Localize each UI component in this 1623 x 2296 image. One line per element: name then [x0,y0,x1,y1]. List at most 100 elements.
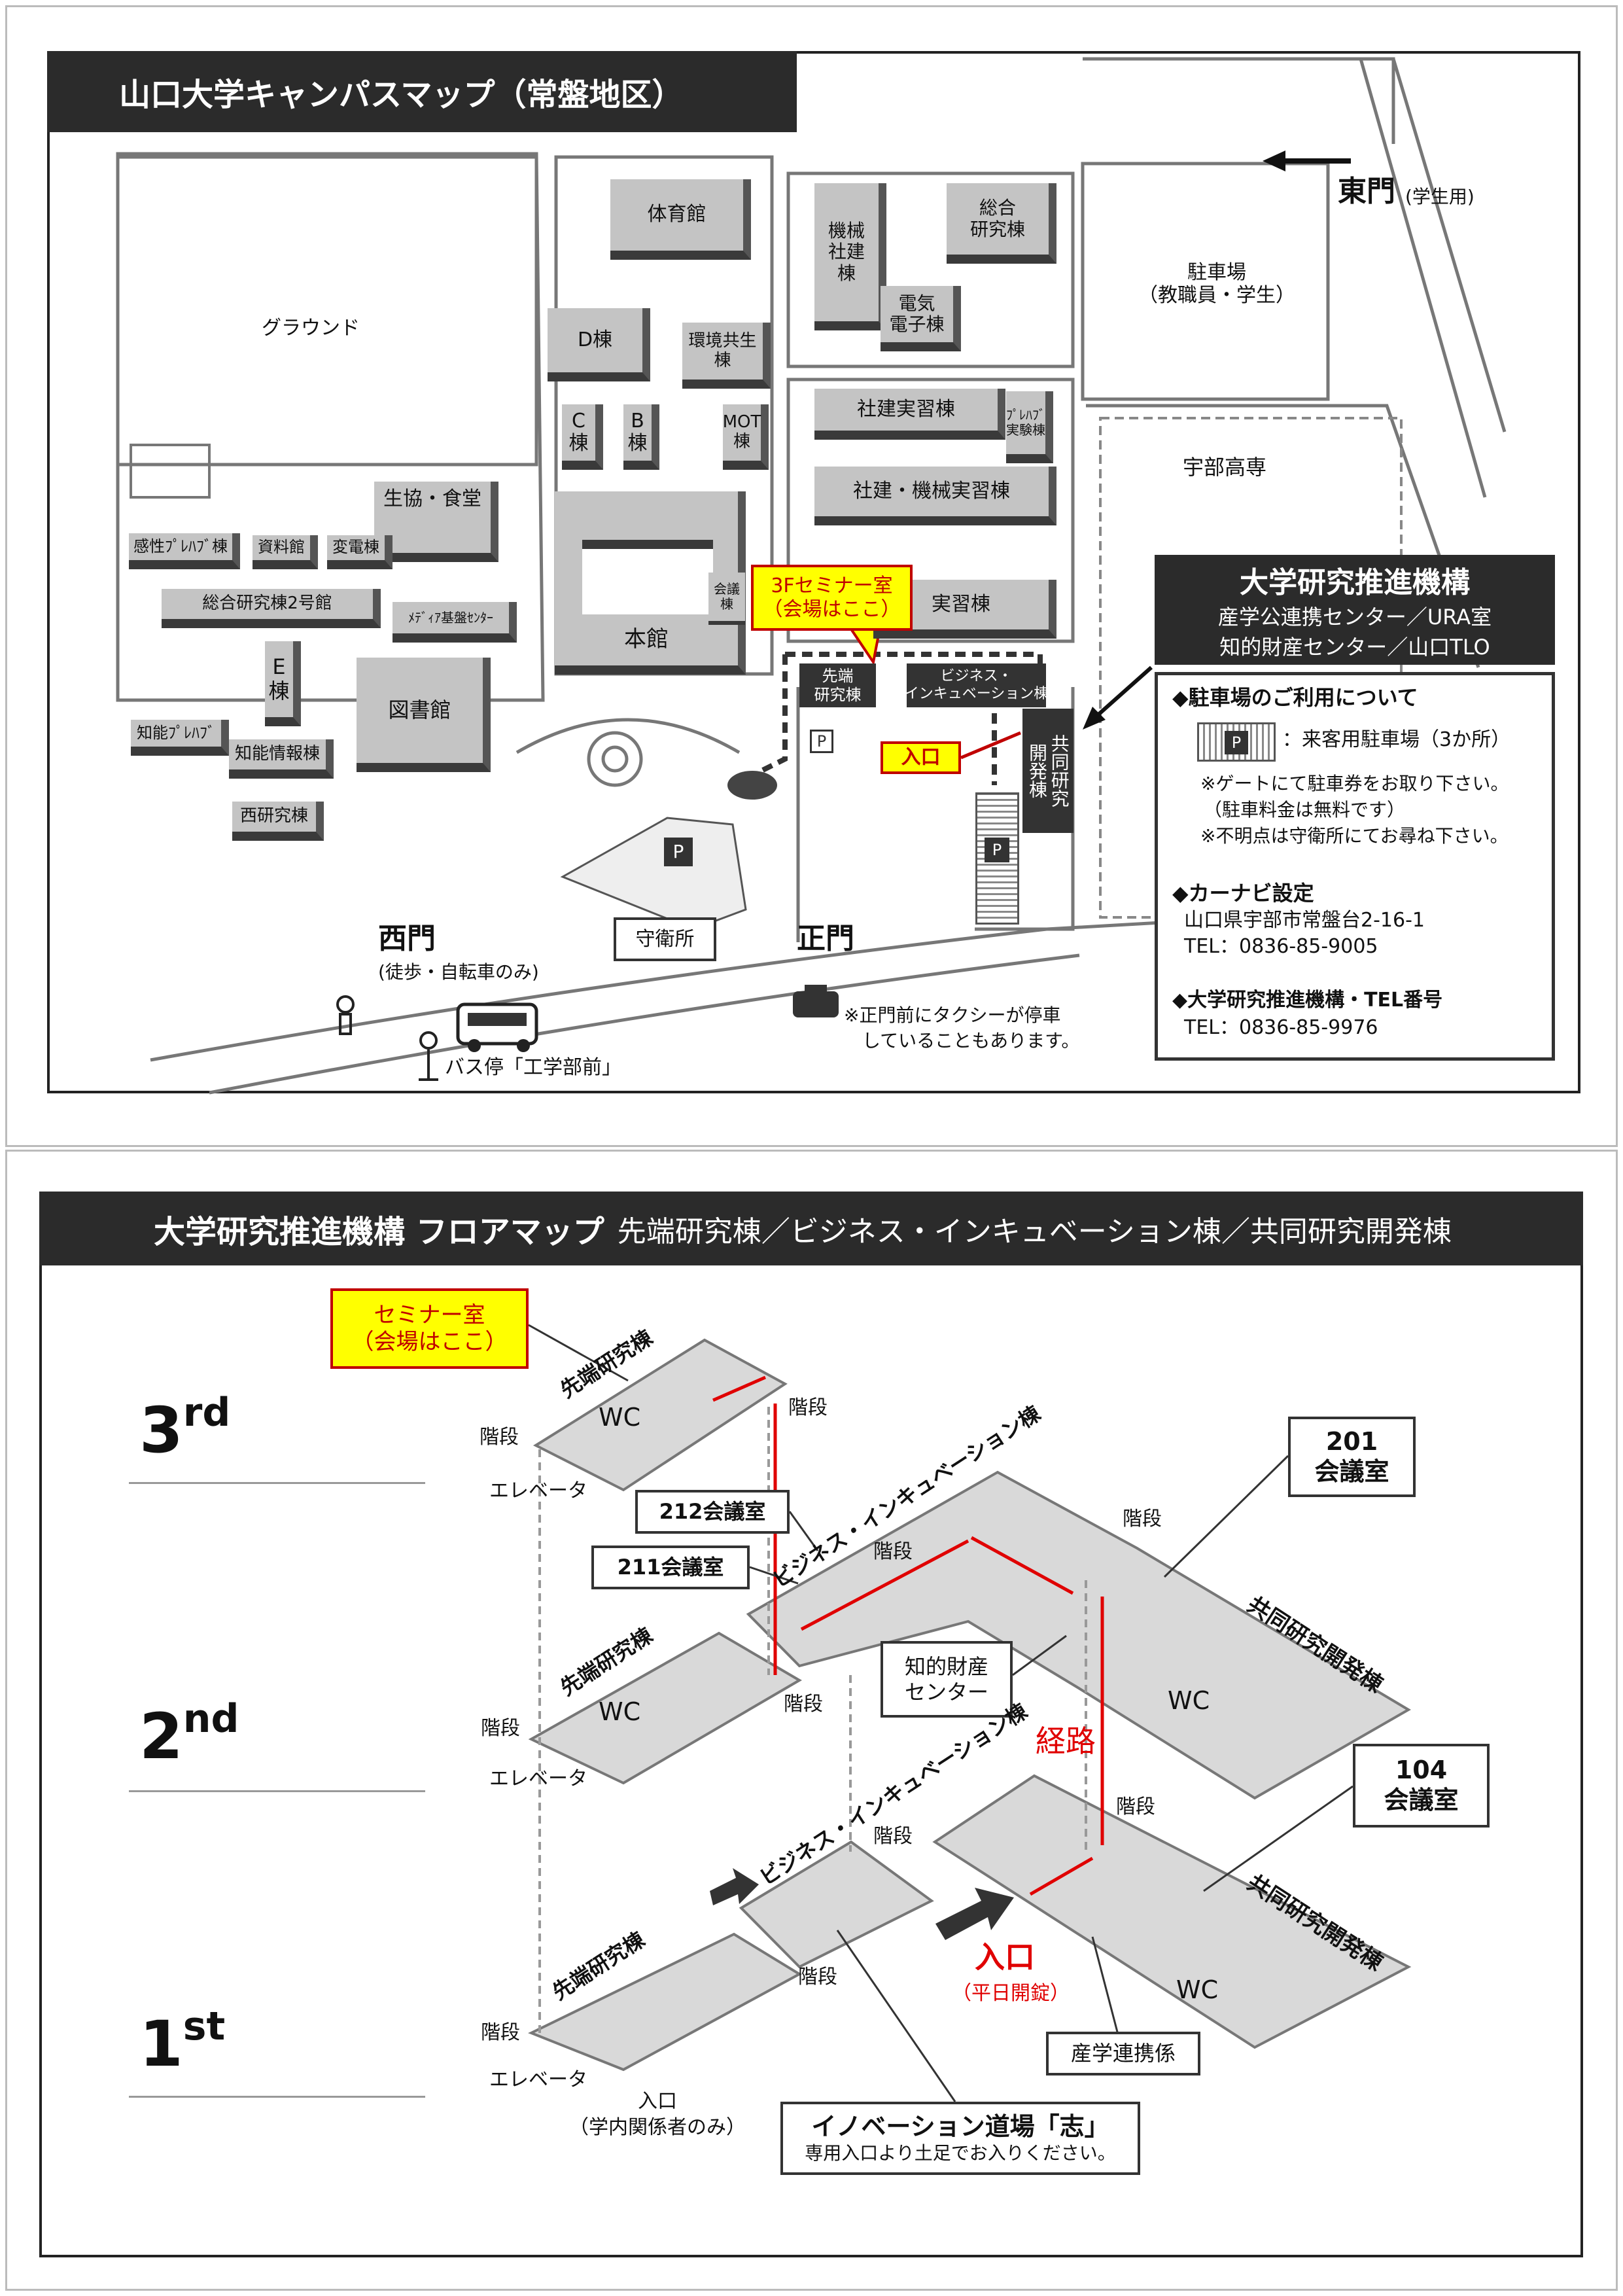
building-prefab-lab[interactable]: ﾌﾟﾚﾊﾌﾞ 実験棟 [1006,391,1053,463]
building-shaken-kikai[interactable]: 社建・機械実習棟 [814,467,1056,525]
floor-map-subtitle: 先端研究棟／ビジネス・インキュベーション棟／共同研究開発棟 [617,1214,1452,1248]
building-electric[interactable]: 電気 電子棟 [881,286,961,351]
main-entrance-label: 入口 [975,1939,1035,1975]
parking-staff-label: 駐車場 （教職員・学生） [1138,261,1295,307]
side-entrance-label: 入口 [638,2090,677,2113]
leader-line [1163,1455,1289,1578]
west-gate-note: (徒歩・自転車のみ) [378,961,539,983]
building-kansei[interactable]: 感性ﾌﾟﾚﾊﾌﾞ棟 [129,533,240,569]
route-label: 経路 [1036,1723,1096,1759]
road-line [786,171,1075,368]
building-kaigi[interactable]: 会議 棟 [708,573,745,625]
leader-line [788,1511,819,1551]
floor1-kyodo-stairs: 階段 [1116,1795,1155,1818]
route-arrow [1029,1856,1094,1896]
ube-kosen-label: 宇部高専 [1183,455,1267,480]
dojo-note: 専用入口より土足でお入りください。 [805,2142,1116,2164]
room-212[interactable]: 212会議室 [635,1490,790,1534]
east-gate-note: (学生用) [1405,186,1475,207]
building-library[interactable]: 図書館 [357,658,491,772]
floor1-kyodo-plan [932,1774,1412,2049]
building-general-research[interactable]: 総合 研究棟 [947,183,1056,264]
org-box: 大学研究推進機構 産学公連携センター／URA室 知的財産センター／山口TLO [1155,555,1555,665]
road-line [515,718,741,754]
leader-line [1091,1936,1120,2038]
building-mot[interactable]: MOT 棟 [723,404,769,470]
floor1-business-stairs-lower: 階段 [798,1966,837,1988]
floor1-business-stairs: 階段 [873,1825,913,1848]
building-b[interactable]: B 棟 [623,404,659,470]
roundabout-inner [601,745,629,773]
page-border-bottom [5,1150,1618,2291]
org-pointer-arrow [1091,665,1153,722]
building-c[interactable]: C 棟 [562,404,603,470]
building-chino[interactable]: 知能情報棟 [229,739,334,779]
parking-mark: P [985,838,1009,862]
person-icon [336,995,355,1035]
building-mech[interactable]: 機械 社建 棟 [814,183,886,330]
floor3-stairs-left: 階段 [480,1426,519,1449]
building-sentan[interactable]: 先端 研究棟 [799,663,876,707]
building-chino-prefab[interactable]: 知能ﾌﾟﾚﾊﾌﾞ [131,720,229,756]
leader-line [749,1566,799,1585]
building-media[interactable]: ﾒﾃﾞｨｱ基盤ｾﾝﾀｰ [393,602,517,643]
route-arrow [712,1375,767,1402]
building-e[interactable]: E 棟 [265,641,301,726]
room-211[interactable]: 211会議室 [591,1545,750,1589]
building-archives[interactable]: 資料館 [253,535,318,569]
floor-divider [129,1482,425,1484]
floor-map-header: 大学研究推進機構 フロアマップ 先端研究棟／ビジネス・インキュベーション棟／共同… [39,1192,1583,1265]
parking-mark: P [664,838,693,866]
navi-tel: TEL：0836-85-9005 [1184,935,1378,958]
guard-house[interactable]: 守衛所 [614,917,716,961]
sangaku-label[interactable]: 産学連携係 [1046,2032,1200,2075]
floor1-sentan-plan [528,1932,803,2072]
campus-roads [116,57,1507,1095]
org-box-title: 大学研究推進機構 [1240,566,1470,599]
building-shaken-jisshu[interactable]: 社建実習棟 [814,389,1005,440]
building-substation[interactable]: 変電棟 [327,535,393,569]
innovation-dojo-box[interactable]: イノベーション道場「志」 専用入口より土足でお入りください。 [780,2102,1140,2175]
room-104[interactable]: 104 会議室 [1353,1744,1490,1828]
building-west-research[interactable]: 西研究棟 [232,802,324,841]
route-dashed [758,654,788,775]
taxi-note: ※正門前にタクシーが停車 していることもあります。 [844,1004,1080,1052]
org-box-line2: 知的財産センター／山口TLO [1219,635,1490,660]
road-line [150,901,1505,1062]
road-line [1359,58,1487,498]
seminar-room-callout: 3Fセミナー室 （会場はここ） [751,565,913,631]
ip-center-label[interactable]: 知的財産 センター [881,1641,1013,1718]
building-business[interactable]: ビジネス・ インキュベーション棟 [905,663,1048,707]
building-kyodo[interactable]: 共同研究 開発棟 [1022,709,1073,833]
leader-line [528,1324,629,1382]
floor2-sentan-plan [528,1631,802,1785]
main-gate-label: 正門 [797,922,854,955]
page-border-top [5,5,1618,1147]
floor2-elevator: エレベータ [489,1767,587,1790]
side-entrance-note: （学内関係者のみ） [569,2116,746,2139]
floor3-sentan-plan [532,1338,788,1492]
building-env[interactable]: 環境共生 棟 [682,323,771,389]
road-line [1081,162,1330,401]
room-201[interactable]: 201 会議室 [1288,1417,1416,1497]
building-coop[interactable]: 生協・食堂 [374,482,498,562]
car-icon [727,771,777,800]
floor-label-3: 3rd [139,1390,231,1467]
seminar-room-label: セミナー室 （会場はここ） [330,1288,529,1369]
parking-info-title: ◆駐車場のご利用について [1172,685,1418,710]
floor-divider [129,2096,425,2098]
floor-divider [129,1790,425,1792]
parking-note-2: （駐車料金は無料です） [1204,799,1406,821]
ground-label: グラウンド [262,317,360,340]
roundabout [587,731,643,787]
building-gym[interactable]: 体育館 [610,179,751,260]
floor1-elevator: エレベータ [489,2068,587,2091]
dojo-entrance-arrow-icon [710,1868,759,1905]
building-general2[interactable]: 総合研究棟2号館 [162,589,381,628]
org-tel: TEL：0836-85-9976 [1184,1016,1378,1039]
building-d[interactable]: D棟 [548,308,650,381]
floor1-business-plan [739,1840,934,1969]
campus-map-title: 山口大学キャンパスマップ（常盤地区） [47,51,797,132]
west-gate-label: 西門 [378,922,436,955]
